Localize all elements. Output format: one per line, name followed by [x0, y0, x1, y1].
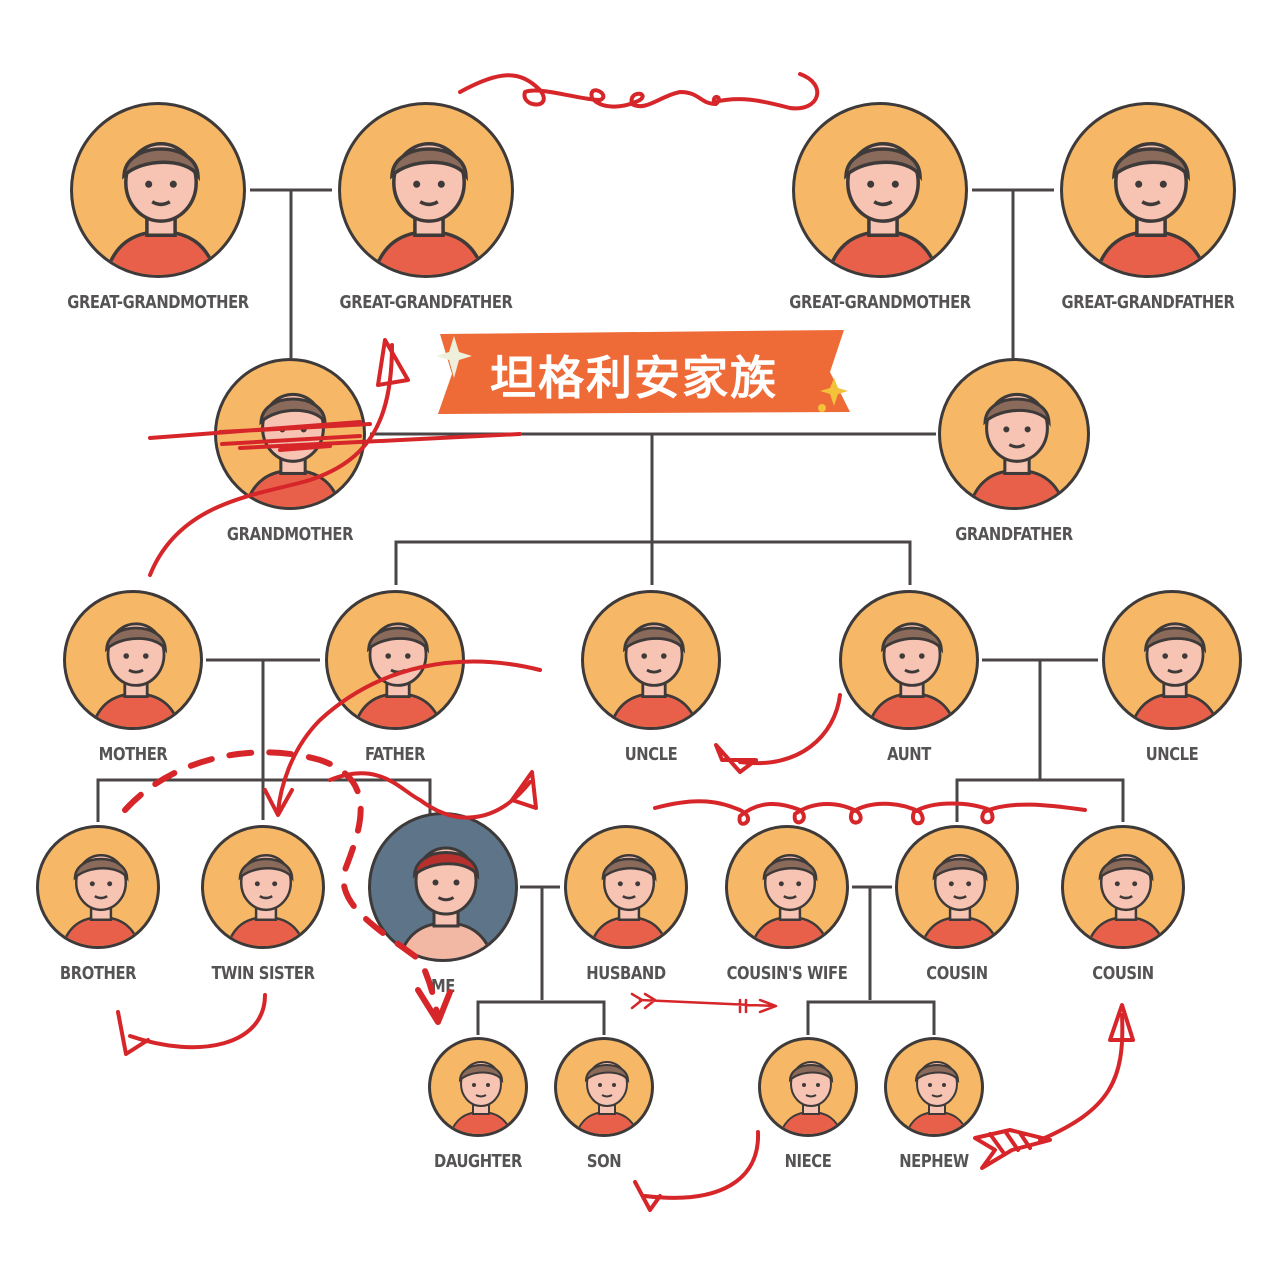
avatar-ggm1-icon: [70, 102, 246, 278]
avatar-husband-icon: [564, 825, 688, 949]
member-label: UNCLE: [624, 744, 678, 765]
avatar-mother-icon: [63, 590, 203, 730]
avatar-uncle1-icon: [581, 590, 721, 730]
sparkle-left-icon: [436, 336, 472, 378]
member-label: GRANDFATHER: [955, 524, 1073, 545]
member-label: COUSIN: [926, 963, 988, 984]
avatar-son-icon: [554, 1037, 654, 1137]
member-label: NIECE: [784, 1151, 832, 1172]
member-label: TWIN SISTER: [211, 963, 315, 984]
avatar-aunt-icon: [839, 590, 979, 730]
avatar-twin-icon: [201, 825, 325, 949]
member-label: MOTHER: [98, 744, 168, 765]
avatar-cousin2-icon: [1061, 825, 1185, 949]
avatar-daughter-icon: [428, 1037, 528, 1137]
member-label: NEPHEW: [899, 1151, 969, 1172]
member-label: GREAT-GRANDMOTHER: [67, 292, 249, 313]
member-label: ME: [431, 976, 455, 997]
member-label: GREAT-GRANDMOTHER: [789, 292, 971, 313]
avatar-me-icon: [368, 812, 518, 962]
member-label: SON: [586, 1151, 622, 1172]
member-label: COUSIN'S WIFE: [726, 963, 848, 984]
avatar-father-icon: [325, 590, 465, 730]
family-title: 坦格利安家族: [490, 351, 778, 405]
avatar-cwife-icon: [725, 825, 849, 949]
member-label: GREAT-GRANDFATHER: [339, 292, 513, 313]
avatar-nephew-icon: [884, 1037, 984, 1137]
avatar-gf-icon: [938, 358, 1090, 510]
avatar-niece-icon: [758, 1037, 858, 1137]
member-label: GRANDMOTHER: [226, 524, 354, 545]
member-label: FATHER: [364, 744, 426, 765]
member-label: GREAT-GRANDFATHER: [1061, 292, 1235, 313]
avatar-ggf2-icon: [1060, 102, 1236, 278]
avatar-ggm2-icon: [792, 102, 968, 278]
title-banner: [436, 330, 850, 414]
avatar-ggf1-icon: [338, 102, 514, 278]
avatar-uncle2-icon: [1102, 590, 1242, 730]
member-label: BROTHER: [59, 963, 137, 984]
member-label: DAUGHTER: [434, 1151, 522, 1172]
sparkle-right-icon: [818, 378, 848, 412]
member-label: AUNT: [887, 744, 931, 765]
member-label: COUSIN: [1092, 963, 1154, 984]
avatar-brother-icon: [36, 825, 160, 949]
avatar-cousin1-icon: [895, 825, 1019, 949]
member-label: HUSBAND: [586, 963, 666, 984]
member-label: UNCLE: [1145, 744, 1199, 765]
avatar-gm-icon: [214, 358, 366, 510]
